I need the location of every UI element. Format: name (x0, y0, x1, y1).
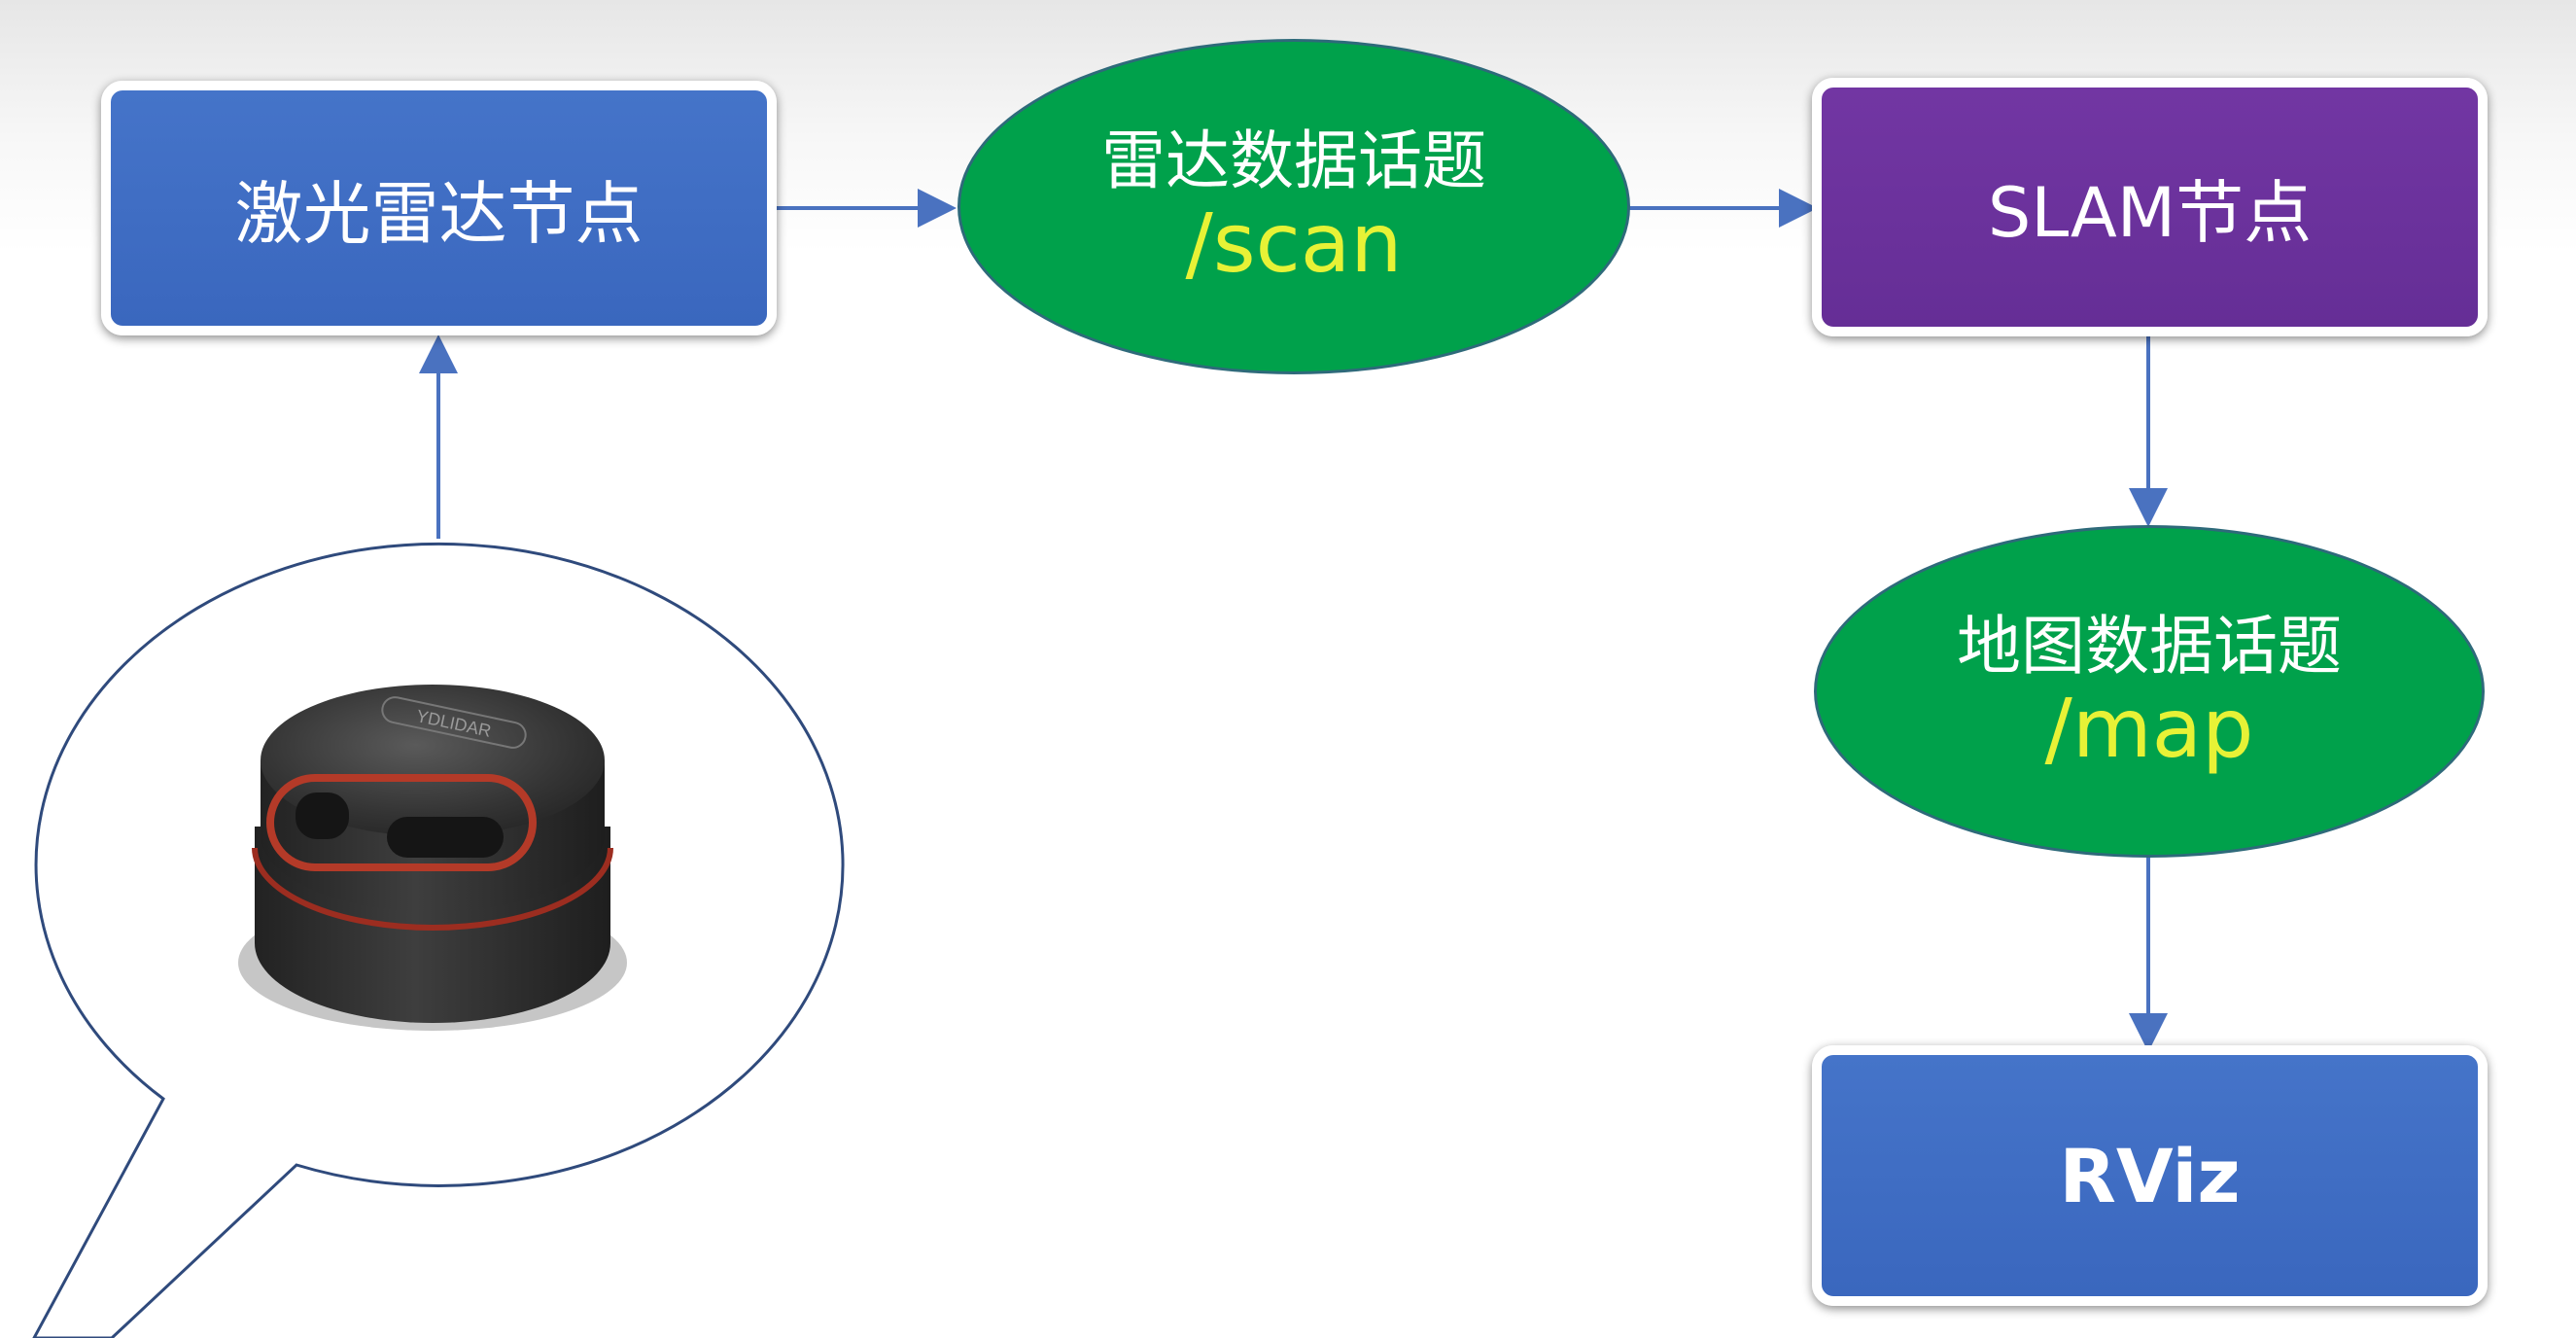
lidar-node[interactable]: 激光雷达节点 (101, 81, 777, 335)
rviz-node-label: RViz (2059, 1132, 2241, 1219)
rviz-node[interactable]: RViz (1812, 1045, 2488, 1306)
map-topic-path: /map (2044, 680, 2254, 776)
lidar-sensor-icon: YDLIDAR (238, 685, 627, 1031)
map-topic-name: 地图数据话题 (1957, 608, 2342, 684)
slam-node-label: SLAM节点 (1987, 172, 2313, 253)
scan-topic-path: /scan (1185, 195, 1403, 292)
lidar-node-label: 激光雷达节点 (234, 173, 644, 254)
scan-topic-name: 雷达数据话题 (1101, 123, 1486, 199)
map-topic[interactable]: 地图数据话题 /map (1814, 525, 2485, 858)
scan-topic[interactable]: 雷达数据话题 /scan (957, 39, 1630, 374)
slam-node[interactable]: SLAM节点 (1812, 78, 2488, 336)
